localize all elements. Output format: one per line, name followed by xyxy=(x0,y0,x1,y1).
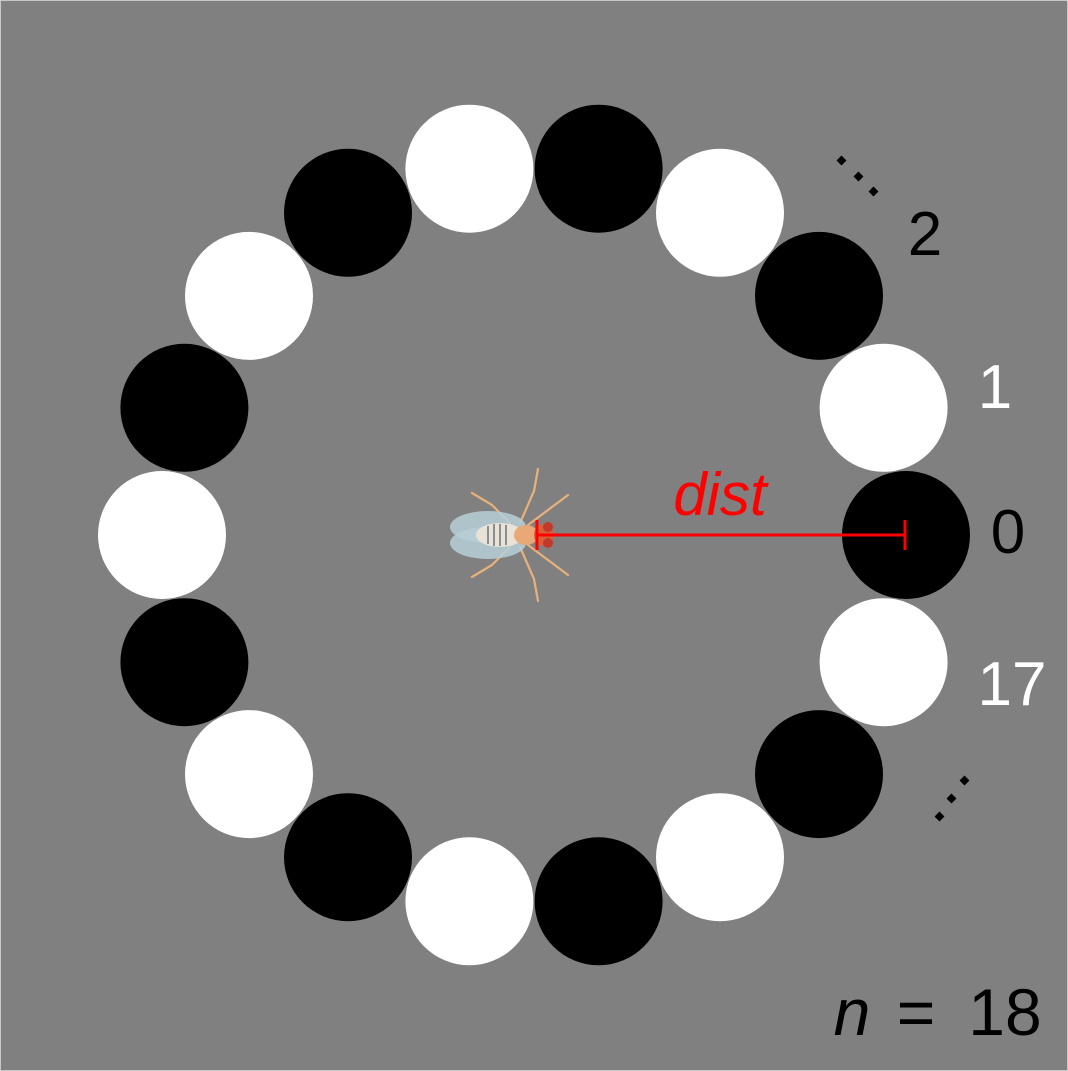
dot-15 xyxy=(656,793,784,922)
count-variable: n xyxy=(834,975,871,1049)
dot-9 xyxy=(98,471,226,599)
dot-2 xyxy=(755,231,883,360)
dot-1 xyxy=(819,343,948,472)
ellipsis-bottom xyxy=(934,775,970,822)
dot-5 xyxy=(405,104,534,233)
dot-16 xyxy=(755,710,883,839)
dot-12 xyxy=(284,793,412,922)
ellipsis-top xyxy=(836,155,879,197)
distance-label: dist xyxy=(673,461,769,528)
dot-ring xyxy=(98,104,970,966)
dot-8 xyxy=(120,343,249,472)
dot-17 xyxy=(819,598,948,727)
index-label-0: 0 xyxy=(991,498,1025,567)
count-equals: = xyxy=(897,975,936,1049)
count-value: 18 xyxy=(968,975,1041,1049)
index-label-1: 1 xyxy=(978,353,1012,422)
dot-6 xyxy=(284,148,412,277)
dot-13 xyxy=(405,837,534,966)
dot-10 xyxy=(120,598,249,727)
distance-marker: dist xyxy=(535,461,907,550)
dot-3 xyxy=(656,148,784,277)
dot-14 xyxy=(534,837,663,966)
dot-4 xyxy=(534,104,663,233)
fruit-fly-icon xyxy=(450,467,570,603)
dot-7 xyxy=(185,231,313,360)
dot-11 xyxy=(185,710,313,839)
count-annotation: n = 18 xyxy=(834,975,1042,1049)
index-label-17: 17 xyxy=(978,650,1047,719)
index-label-2: 2 xyxy=(908,200,942,269)
